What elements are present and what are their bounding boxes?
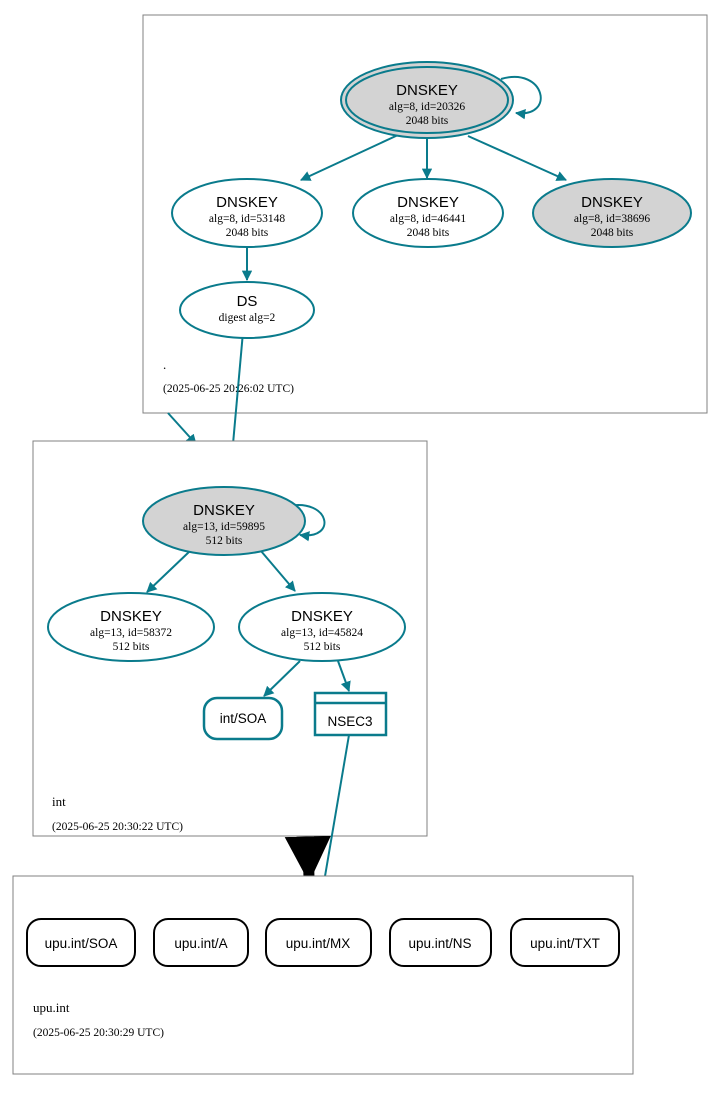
record-box [313, 691, 388, 737]
node-params: alg=8, id=38696 [574, 213, 650, 225]
zone-label-root: . [163, 357, 166, 372]
record-label: upu.int/TXT [530, 936, 600, 951]
node-keysize: 512 bits [206, 535, 243, 547]
node-root-dnskey-53148[interactable]: DNSKEY alg=8, id=53148 2048 bits [171, 178, 323, 248]
record-box [26, 918, 136, 967]
record-upu-int-txt[interactable]: upu.int/TXT [510, 918, 620, 967]
node-keysize: 2048 bits [407, 227, 450, 239]
node-keysize: 512 bits [304, 641, 341, 653]
edge-root-ksk-to-38696 [467, 135, 567, 181]
node-ellipse [179, 281, 315, 339]
node-title: DNSKEY [581, 194, 643, 211]
zone-box-upu-int [12, 875, 634, 1075]
record-box [265, 918, 372, 967]
node-title: DNSKEY [397, 194, 459, 211]
node-params: alg=8, id=53148 [209, 213, 285, 225]
zone-timestamp-upu-int: (2025-06-25 20:30:29 UTC) [33, 1027, 164, 1039]
record-upu-int-mx[interactable]: upu.int/MX [265, 918, 372, 967]
record-box [389, 918, 492, 967]
node-keysize: 512 bits [113, 641, 150, 653]
edge-int-ksk-to-58372 [146, 550, 191, 593]
record-box [510, 918, 620, 967]
node-params: digest alg=2 [219, 312, 276, 324]
node-ellipse [238, 592, 406, 662]
edge-int-ksk-self-sign [287, 503, 326, 542]
node-params: alg=13, id=59895 [183, 521, 265, 533]
record-label: upu.int/MX [286, 936, 351, 951]
node-keysize: 2048 bits [406, 115, 449, 127]
record-label: NSEC3 [327, 714, 372, 729]
node-root-dnskey-46441[interactable]: DNSKEY alg=8, id=46441 2048 bits [352, 178, 504, 248]
node-ellipse [171, 178, 323, 248]
record-upu-int-soa[interactable]: upu.int/SOA [26, 918, 136, 967]
node-ellipse [352, 178, 504, 248]
node-ellipse [532, 178, 692, 248]
node-params: alg=13, id=58372 [90, 627, 172, 639]
node-root-dnskey-38696[interactable]: DNSKEY alg=8, id=38696 2048 bits [532, 178, 692, 248]
node-int-dnskey-59895[interactable]: DNSKEY alg=13, id=59895 512 bits [142, 486, 306, 556]
node-title: DNSKEY [291, 608, 353, 625]
node-int-dnskey-45824[interactable]: DNSKEY alg=13, id=45824 512 bits [238, 592, 406, 662]
edge-root-ksk-self-sign [500, 76, 542, 120]
zone-label-upu-int: upu.int [33, 1000, 70, 1015]
delegation-arrow-int-to-upu [284, 835, 331, 883]
edge-int-ksk-to-45824 [260, 550, 296, 592]
zone-timestamp-root: (2025-06-25 20:26:02 UTC) [163, 383, 294, 395]
edge-int-45824-to-soa [263, 660, 301, 697]
record-int-soa[interactable]: int/SOA [202, 696, 284, 741]
edge-int-45824-to-nsec3 [337, 660, 351, 692]
node-title: DNSKEY [216, 194, 278, 211]
node-root-dnskey-20326[interactable]: DNSKEY alg=8, id=20326 2048 bits [340, 61, 514, 139]
node-params: alg=8, id=20326 [389, 101, 465, 113]
zone-label-int: int [52, 794, 66, 809]
record-label: int/SOA [220, 711, 267, 726]
record-label: upu.int/A [174, 936, 227, 951]
node-keysize: 2048 bits [591, 227, 634, 239]
edge-root-ksk-to-53148 [300, 134, 399, 181]
zone-timestamp-int: (2025-06-25 20:30:22 UTC) [52, 821, 183, 833]
record-int-nsec3[interactable]: NSEC3 [313, 691, 388, 737]
node-int-dnskey-58372[interactable]: DNSKEY alg=13, id=58372 512 bits [47, 592, 215, 662]
node-ellipse [47, 592, 215, 662]
record-box [153, 918, 249, 967]
node-title: DNSKEY [396, 82, 458, 99]
node-title: DNSKEY [193, 502, 255, 519]
node-params: alg=13, id=45824 [281, 627, 363, 639]
node-root-ds[interactable]: DS digest alg=2 [179, 281, 315, 339]
record-upu-int-a[interactable]: upu.int/A [153, 918, 249, 967]
node-ellipse [142, 486, 306, 556]
node-title: DNSKEY [100, 608, 162, 625]
record-box [202, 696, 284, 741]
node-keysize: 2048 bits [226, 227, 269, 239]
record-label: upu.int/SOA [45, 936, 118, 951]
record-label: upu.int/NS [408, 936, 471, 951]
node-params: alg=8, id=46441 [390, 213, 466, 225]
delegation-arrow-root-to-int [167, 412, 197, 445]
node-title: DS [237, 293, 258, 310]
record-upu-int-ns[interactable]: upu.int/NS [389, 918, 492, 967]
node-ellipse-inner [345, 66, 509, 134]
